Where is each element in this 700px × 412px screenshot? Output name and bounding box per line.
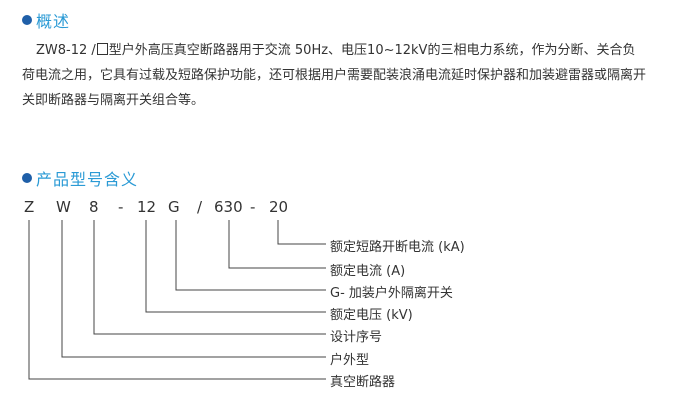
code-part-12: 12 xyxy=(137,198,157,216)
overview-heading: 概述 xyxy=(22,8,70,32)
connector-rated-current xyxy=(228,220,326,269)
overview-title: 概述 xyxy=(36,12,71,31)
code-part-20: 20 xyxy=(269,198,289,216)
code-part-8: 8 xyxy=(89,198,99,216)
code-part-z: Z xyxy=(24,198,35,216)
code-part-dash-1: - xyxy=(118,198,124,216)
desc-rated-voltage: 额定电压 (kV) xyxy=(330,308,413,323)
overview-text-line-3: 关即断路器与隔离开关组合等。 xyxy=(22,93,205,108)
connector-rated-short-circuit xyxy=(277,220,326,245)
desc-outdoor-isolating-switch: G- 加装户外隔离开关 xyxy=(330,286,453,301)
desc-outdoor-type: 户外型 xyxy=(330,353,370,368)
blank-box-icon xyxy=(96,43,108,55)
desc-rated-current: 额定电流 (A) xyxy=(330,264,406,279)
model-meaning-heading: 产品型号含义 xyxy=(22,166,138,190)
desc-design-serial: 设计序号 xyxy=(330,330,383,345)
overview-text-line-1: ZW8-12 /型户外高压真空断路器用于交流 50Hz、电压10~12kV的三相… xyxy=(36,43,636,58)
bullet-icon xyxy=(22,173,32,183)
model-meaning-title: 产品型号含义 xyxy=(36,170,139,189)
connector-isolating-switch xyxy=(175,220,326,291)
code-part-g: G xyxy=(168,198,180,216)
overview-text-line-2: 荷电流之用，它具有过载及短路保护功能，还可根据用户需要配装浪涌电流延时保护器和加… xyxy=(22,68,647,83)
code-part-slash: / xyxy=(197,198,203,216)
connector-design-serial xyxy=(93,220,326,335)
connector-vacuum-breaker xyxy=(28,220,326,380)
desc-vacuum-circuit-breaker: 真空断路器 xyxy=(330,375,396,390)
bullet-icon xyxy=(22,15,32,25)
desc-rated-short-circuit-current: 额定短路开断电流 (kA) xyxy=(330,240,465,255)
code-part-dash-2: - xyxy=(250,198,256,216)
code-part-w: W xyxy=(56,198,71,216)
connector-rated-voltage xyxy=(145,220,326,313)
connector-outdoor-type xyxy=(61,220,326,358)
code-part-630: 630 xyxy=(214,198,243,216)
